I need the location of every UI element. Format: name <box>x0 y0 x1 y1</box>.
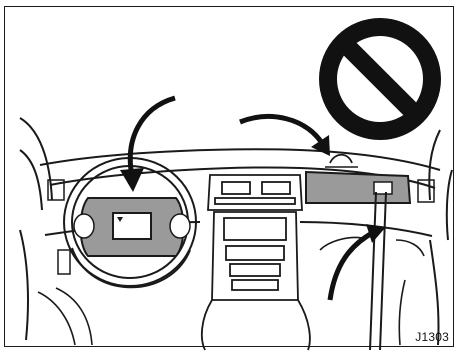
prohibition-icon <box>328 27 432 131</box>
left-pillar <box>20 118 52 340</box>
center-console <box>202 175 310 350</box>
left-lower-vent <box>58 250 70 274</box>
arrow-to-passenger-airbag-icon <box>330 224 385 300</box>
figure-code: J1303 <box>415 330 449 344</box>
leaning-object <box>370 192 386 350</box>
steering-airbag-pad <box>74 198 190 256</box>
right-pillar <box>429 130 452 345</box>
passenger-airbag-area <box>306 155 410 203</box>
